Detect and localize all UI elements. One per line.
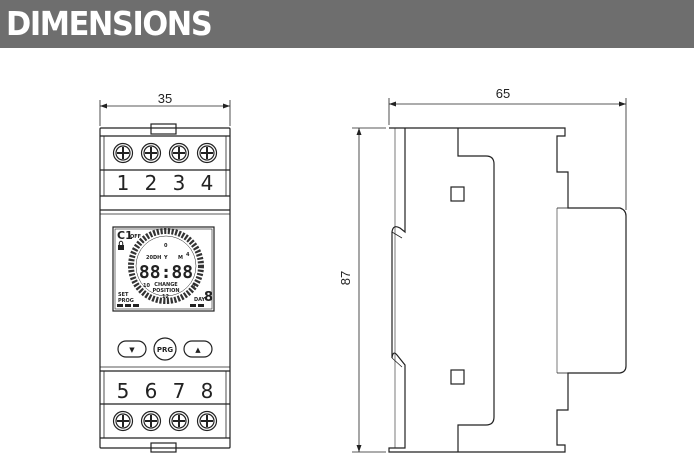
side-body-outline — [388, 127, 627, 453]
terminal-label-8: 8 — [201, 379, 214, 403]
svg-text:▼: ▼ — [129, 346, 135, 354]
front-view: 35 1 2 3 — [99, 91, 231, 453]
lcd-text-line1: CHANGE — [154, 282, 178, 288]
terminal-screw-8 — [196, 410, 218, 432]
lcd-dial-num-12: 12 — [162, 294, 169, 300]
dimension-height: 87 — [338, 271, 353, 285]
prg-button[interactable]: PRG — [153, 337, 177, 361]
svg-text:▲: ▲ — [195, 346, 201, 354]
terminal-screw-3 — [168, 142, 190, 164]
front-body-outline — [99, 127, 231, 449]
terminal-screw-7 — [168, 410, 190, 432]
lcd-mode: 20DH — [146, 255, 161, 261]
lcd-channel: C1 — [117, 229, 133, 242]
lcd-prog-label: PROG — [118, 298, 134, 304]
terminal-label-4: 4 — [201, 171, 214, 195]
lcd-display — [112, 226, 215, 312]
down-button[interactable]: ▼ — [117, 340, 147, 358]
terminal-label-7: 7 — [173, 379, 186, 403]
section-title: DIMENSIONS — [6, 4, 213, 43]
terminal-label-3: 3 — [173, 171, 186, 195]
bottom-clip-tab — [150, 442, 177, 453]
lcd-time: 88:88 — [139, 262, 193, 283]
side-terminal-housing — [457, 128, 495, 452]
lcd-dial-num-6: 6 — [192, 283, 196, 289]
terminal-screw-1 — [112, 142, 134, 164]
lcd-day-value: 8 — [204, 290, 213, 305]
side-window-upper — [450, 186, 465, 202]
lcd-month-indicator: M — [178, 255, 183, 261]
lcd-year-indicator: Y — [163, 255, 168, 261]
svg-text:PRG: PRG — [157, 346, 174, 354]
lcd-dial-num-10: 10 — [143, 283, 150, 289]
terminal-label-5: 5 — [117, 379, 130, 403]
terminal-screw-4 — [196, 142, 218, 164]
terminal-screw-5 — [112, 410, 134, 432]
side-window-lower — [450, 369, 465, 385]
dimension-front-width: 35 — [158, 91, 172, 106]
lcd-state: OFF — [130, 234, 141, 240]
lcd-set-label: SET — [118, 292, 129, 298]
section-header: DIMENSIONS — [0, 0, 694, 48]
terminal-screw-6 — [140, 410, 162, 432]
top-clip-tab — [150, 123, 177, 135]
up-button[interactable]: ▲ — [183, 340, 213, 358]
dimension-side-width: 65 — [496, 86, 510, 101]
lcd-dial-num-0: 0 — [164, 243, 168, 249]
lcd-text-line2: POSITION — [152, 288, 179, 294]
terminal-label-6: 6 — [145, 379, 158, 403]
lcd-dial-num-4: 4 — [186, 252, 190, 258]
terminal-screw-2 — [140, 142, 162, 164]
side-view: 65 87 — [338, 86, 627, 453]
lcd-dial-ring — [128, 228, 204, 304]
lock-icon — [118, 240, 124, 250]
lcd-day-label: DAY — [194, 297, 206, 303]
lcd-status-segments — [117, 304, 204, 307]
terminal-label-1: 1 — [117, 171, 130, 195]
terminal-label-2: 2 — [145, 171, 158, 195]
